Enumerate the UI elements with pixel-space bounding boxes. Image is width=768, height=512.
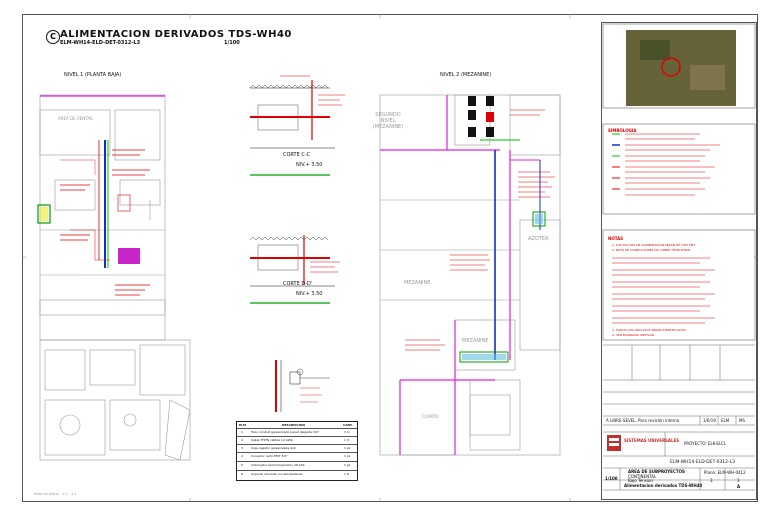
table-header-desc: DESCRIPCION	[282, 423, 305, 427]
title-block-graphics	[602, 23, 756, 491]
note-1: 1. LOS DUCTOS DE ALIMENTACION SERAN DE T…	[612, 243, 696, 247]
sheet-revision: A	[737, 484, 741, 489]
revision-row: A LIBRE-SEVEL. Para revisión interna	[606, 418, 680, 423]
drawing-title: ALIMENTACION DERIVADOS TDS-WH40	[60, 29, 292, 40]
footer-note: Nota de plano - 1:1 - 1:1	[34, 492, 77, 496]
section-cc-level: NIV.+ 3.50	[296, 162, 323, 168]
note-2: 2. NOTA DE CONDUCTORES DE COBRE THHN-THW…	[612, 248, 691, 252]
room-label-cuarto: CUARTO	[422, 414, 439, 419]
sheet-title: Alimentacion derivados TDS-WH40	[624, 483, 703, 488]
table-cell: Cable THHN calibre 12 AWG	[251, 438, 293, 442]
table-cell: 4	[241, 454, 243, 458]
title-block-scale: 1/100	[605, 476, 618, 481]
detail-table: ELM DESCRIPCION CANT. 1 Tubo conduit gal…	[236, 421, 358, 481]
section-cc	[249, 75, 345, 176]
area-sub: CONTINENTAL	[628, 474, 657, 479]
table-row	[237, 461, 357, 462]
table-cell: 1 lt	[344, 438, 349, 442]
sheet-number: 3	[710, 478, 713, 483]
plano-label: Plano: ELM-WH-0412	[704, 470, 746, 475]
revision-mark: C	[46, 30, 60, 44]
notes-title: NOTAS	[608, 236, 624, 241]
table-cell: 3	[241, 446, 243, 450]
section-dd-level: NIV.+ 3.50	[296, 291, 323, 297]
table-cell: Caja registro galvanizada 4x4	[251, 446, 296, 450]
table-cell: Tubo conduit galvanizado pared delgada 3…	[251, 430, 320, 434]
table-cell: Soporte unicanal con abrazaderas	[251, 472, 303, 476]
room-label-area-ventas: AREA DE VENTAS	[58, 116, 93, 121]
table-header-elm: ELM	[239, 423, 246, 427]
company-name: SISTEMAS UNIVERSALES	[624, 438, 680, 443]
table-cell: Interruptor termomagnetico 2P-20A	[251, 463, 305, 467]
section-cc-label: CORTE C-C	[283, 152, 311, 158]
area-label: AREA DE SUBPROYECTOS	[628, 469, 685, 474]
legend-title: SIMBOLOGIA	[608, 128, 637, 133]
room-label-azotea: AZOTEA	[528, 236, 549, 242]
sheet-total: 3	[737, 478, 740, 483]
note-3: 3. TODOS LOS CIRCUITOS SERAN IDENTIFICAD…	[612, 328, 687, 332]
area-sub-2: Bajo Tension	[628, 478, 653, 483]
level1-plan	[39, 94, 191, 461]
note-4: 4. VER DIAGRAMA UNIFILAR.	[612, 333, 655, 337]
table-cell: 5	[241, 463, 243, 467]
table-row	[237, 452, 357, 453]
view-label-level1: NIVEL 1 (PLANTA BAJA)	[64, 72, 122, 78]
level2-plan	[379, 94, 561, 456]
drawing-scale: 1/100	[224, 40, 240, 46]
table-row	[237, 436, 357, 437]
table-cell: 1 lt	[344, 472, 349, 476]
table-cell: 3 m	[344, 430, 350, 434]
revision-checked: MS	[739, 418, 745, 423]
room-label-segundo-nivel: SEGUNDO NIVEL (MEZANINE)	[372, 112, 404, 130]
table-cell: Conector recto EMT 3/4"	[251, 454, 288, 458]
title-block	[601, 22, 757, 500]
drawing-code: ELM-WH14-ELD-DET-0312-L3	[60, 40, 141, 46]
level2-conduits	[380, 95, 546, 455]
table-row	[237, 470, 357, 471]
section-dd	[249, 235, 340, 304]
table-cell: 6	[241, 472, 243, 476]
revision-by: ELM	[721, 418, 730, 423]
sheet-border	[22, 14, 758, 502]
view-label-level2: NIVEL 2 (MEZANINE)	[440, 72, 492, 78]
section-dd-label: CORTE D-D'	[283, 281, 313, 287]
project-label: PROYECTO: ELK-ELCL	[684, 441, 727, 446]
room-label-mezanine-2: MEZANINE	[462, 338, 489, 344]
table-header-qty: CANT.	[343, 423, 353, 427]
table-cell: 1 pz	[344, 446, 351, 450]
table-row	[237, 428, 357, 429]
level1-conduits	[37, 95, 165, 268]
detail-riser	[275, 360, 330, 412]
table-cell: 1	[241, 430, 243, 434]
table-cell: 1 pz	[344, 463, 351, 467]
table-cell: 1 pz	[344, 454, 351, 458]
room-label-mezanine-1: MEZANINE	[404, 280, 431, 286]
revision-date: 1/6/19	[703, 418, 716, 423]
drawing-number: ELM-WH14-ELD-DET-0312-L3	[670, 460, 736, 465]
table-cell: 2	[241, 438, 243, 442]
table-row	[237, 444, 357, 445]
